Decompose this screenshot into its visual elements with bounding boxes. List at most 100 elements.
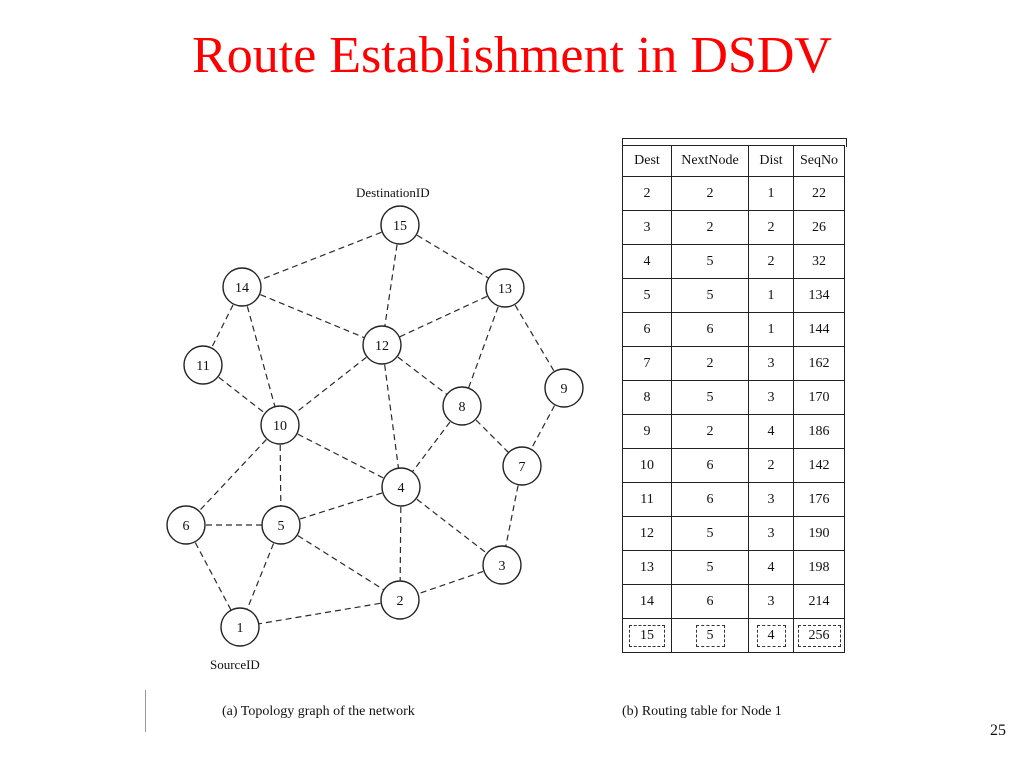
cell-dest-text: 4	[643, 253, 651, 269]
cell-seqno-text: 256	[797, 624, 841, 647]
cell-dest: 14	[622, 584, 672, 619]
cell-dist-text: 1	[767, 321, 775, 337]
cell-dist: 2	[748, 448, 794, 483]
cell-nextnode: 6	[671, 584, 749, 619]
node-14: 14	[222, 267, 262, 307]
cell-nextnode-text: 6	[706, 491, 714, 507]
cell-seqno-text: 22	[812, 185, 826, 201]
cell-dist: 2	[748, 244, 794, 279]
cell-dist: 4	[748, 414, 794, 449]
cell-dist: 3	[748, 482, 794, 517]
node-3: 3	[482, 545, 522, 585]
node-circle	[502, 446, 542, 486]
cell-dest-text: 7	[643, 355, 651, 371]
node-label: 14	[235, 281, 249, 296]
cell-dist: 4	[748, 618, 794, 653]
cell-dist: 2	[748, 210, 794, 245]
cell-seqno: 162	[793, 346, 845, 381]
node-label: 11	[196, 359, 209, 374]
cell-nextnode-text: 5	[706, 253, 714, 269]
node-1: 1	[220, 607, 260, 647]
edge-10-4	[279, 424, 402, 488]
cell-seqno-text: 142	[808, 457, 830, 473]
cell-dest: 3	[622, 210, 672, 245]
edge-14-10	[241, 286, 281, 426]
node-circle	[380, 580, 420, 620]
cell-dest-text: 8	[643, 389, 651, 405]
cell-dist-text: 4	[756, 624, 786, 647]
node-circle	[220, 607, 260, 647]
node-circle	[260, 405, 300, 445]
cell-dest-text: 11	[640, 491, 654, 507]
node-circle	[183, 345, 223, 385]
node-circle	[544, 368, 584, 408]
edge-5-4	[280, 486, 402, 526]
cell-dest-text: 10	[640, 457, 654, 473]
cell-dist-text: 3	[767, 593, 775, 609]
node-label: 2	[397, 594, 404, 609]
cell-seqno: 142	[793, 448, 845, 483]
cell-seqno-text: 186	[808, 423, 830, 439]
cell-dest: 4	[622, 244, 672, 279]
cell-dist-text: 3	[767, 525, 775, 541]
table-caption: (b) Routing table for Node 1	[622, 704, 782, 719]
node-circle	[261, 505, 301, 545]
edge-15-12	[381, 224, 401, 346]
cell-dist-text: 3	[767, 389, 775, 405]
cell-seqno: 26	[793, 210, 845, 245]
cell-nextnode-text: 5	[706, 559, 714, 575]
cell-dist: 1	[748, 176, 794, 211]
source-label: SourceID	[210, 657, 260, 672]
cell-nextnode-text: 5	[695, 624, 725, 647]
node-8: 8	[442, 386, 482, 426]
cell-seqno: 134	[793, 278, 845, 313]
cell-seqno: 22	[793, 176, 845, 211]
cell-dest-text: 14	[640, 593, 654, 609]
table-header-row: Dest NextNode Dist SeqNo	[622, 145, 845, 177]
node-12: 12	[362, 325, 402, 365]
node-label: 6	[183, 519, 190, 534]
cell-dest: 13	[622, 550, 672, 585]
cell-nextnode-text: 6	[706, 321, 714, 337]
cell-nextnode: 6	[671, 482, 749, 517]
destination-label: DestinationID	[356, 185, 430, 200]
cell-seqno-text: 162	[808, 355, 830, 371]
cell-dist-text: 2	[767, 219, 775, 235]
cell-seqno-text: 134	[808, 287, 830, 303]
cell-nextnode-text: 5	[706, 287, 714, 303]
cell-seqno: 256	[793, 618, 845, 653]
cell-dest: 6	[622, 312, 672, 347]
cell-seqno-text: 176	[808, 491, 830, 507]
cell-dist-text: 3	[767, 491, 775, 507]
cell-nextnode: 6	[671, 312, 749, 347]
cell-dest: 11	[622, 482, 672, 517]
cell-nextnode: 6	[671, 448, 749, 483]
edge-5-2	[280, 524, 401, 601]
cell-seqno: 190	[793, 516, 845, 551]
node-label: 8	[459, 400, 466, 415]
cell-nextnode: 5	[671, 244, 749, 279]
cell-nextnode-text: 6	[706, 457, 714, 473]
edge-12-4	[381, 344, 402, 488]
cell-dest-text: 6	[643, 321, 651, 337]
cell-nextnode: 5	[671, 550, 749, 585]
cell-dist: 1	[748, 278, 794, 313]
node-label: 5	[278, 519, 285, 534]
cell-nextnode-text: 5	[706, 389, 714, 405]
node-circle	[362, 325, 402, 365]
cell-nextnode-text: 2	[706, 423, 714, 439]
node-circle	[442, 386, 482, 426]
cell-dest: 9	[622, 414, 672, 449]
edge-15-13	[399, 224, 506, 289]
divider	[145, 690, 146, 732]
edge-2-1	[239, 599, 401, 628]
cell-dest: 12	[622, 516, 672, 551]
cell-dist-text: 2	[767, 457, 775, 473]
node-6: 6	[166, 505, 206, 545]
header-dest: Dest	[622, 145, 672, 177]
